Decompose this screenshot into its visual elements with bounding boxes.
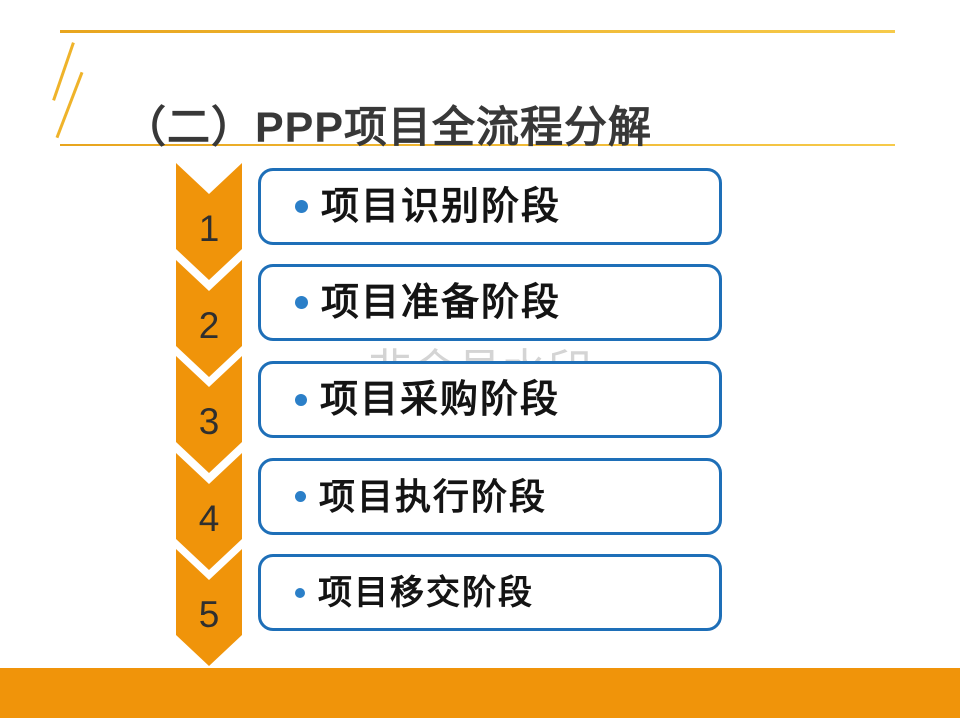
page-title: （二）PPP项目全流程分解 [123,103,653,152]
gold-rule-top [60,30,895,33]
step-number: 5 [198,593,220,635]
bullet-dot-icon [295,296,308,309]
step-label: 项目准备阶段 [321,281,562,324]
step-box: 项目准备阶段 [258,264,722,341]
step-box: 项目采购阶段 [258,361,722,438]
step-label: 项目执行阶段 [319,475,548,517]
step-label: 项目采购阶段 [320,378,561,421]
chevron-step-arrow: 1 [176,163,242,280]
step-number: 1 [198,207,220,249]
step-number: 3 [198,400,220,442]
step-label: 项目识别阶段 [321,185,562,228]
step-box: 项目执行阶段 [258,458,722,535]
step-number: 4 [198,497,220,539]
bullet-dot-icon [295,200,308,213]
bullet-dot-icon [295,393,307,406]
step-box: 项目移交阶段 [258,554,722,631]
step-box: 项目识别阶段 [258,168,722,245]
step-label: 项目移交阶段 [318,573,534,612]
bullet-dot-icon [295,587,305,598]
bullet-dot-icon [295,491,306,502]
gold-slash-decoration [52,42,75,101]
step-number: 2 [198,304,220,346]
footer-bar [0,668,960,718]
gold-rule-bottom [60,144,895,146]
